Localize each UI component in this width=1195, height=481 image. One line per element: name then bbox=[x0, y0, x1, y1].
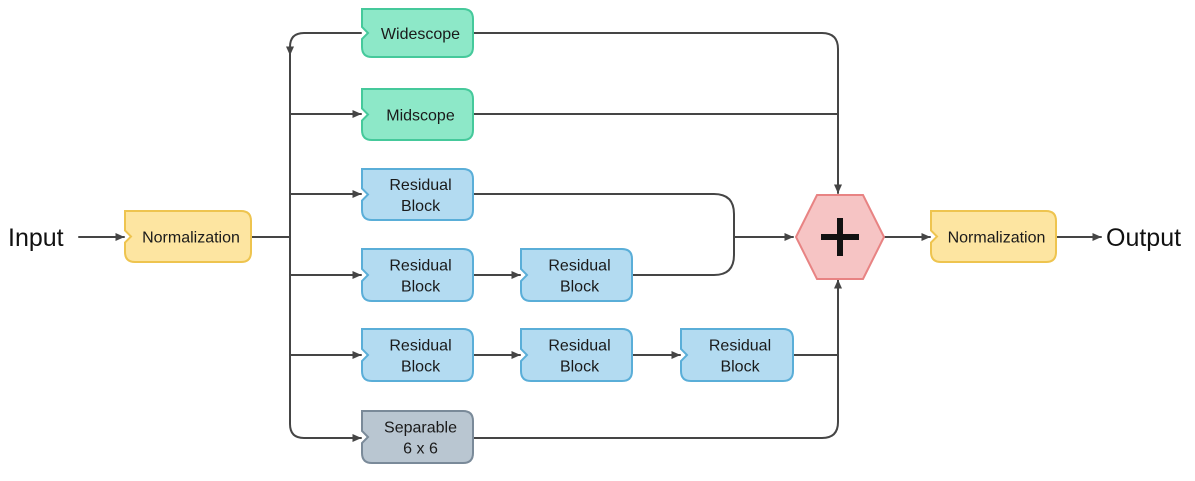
normalization-output-block-label-line-1: Normalization bbox=[948, 230, 1046, 247]
separable-block-label-line-2: 6 x 6 bbox=[403, 441, 438, 458]
normalization-input-block-shape bbox=[124, 210, 252, 263]
residual-block-c2-shape bbox=[520, 328, 633, 382]
residual-block-c3-label-line-2: Block bbox=[720, 359, 760, 376]
midscope-block: Midscope bbox=[361, 88, 474, 141]
residual-block-b2-shape bbox=[520, 248, 633, 302]
edge-bus-to-separable bbox=[289, 419, 362, 442]
normalization-output-block: Normalization bbox=[930, 210, 1057, 263]
normalization-input-block: Normalization bbox=[124, 210, 252, 263]
plus-icon bbox=[821, 218, 859, 256]
residual-block-c2-label-line-1: Residual bbox=[548, 338, 610, 355]
residual-block-c3-shape bbox=[680, 328, 794, 382]
residual-block-c3-label-line-1: Residual bbox=[709, 338, 771, 355]
residual-block-a1-label-line-1: Residual bbox=[389, 177, 451, 194]
sum-node bbox=[794, 194, 886, 280]
output-label: Output bbox=[1106, 224, 1181, 252]
widescope-block-shape bbox=[361, 8, 474, 58]
residual-block-c2-label-line-2: Block bbox=[560, 359, 600, 376]
edge-separable-to-sum bbox=[472, 279, 842, 439]
edge-residual-b2-merge bbox=[631, 236, 735, 276]
edge-bus-to-widescope bbox=[286, 32, 362, 56]
residual-block-b1-shape bbox=[361, 248, 474, 302]
residual-block-b1-label-line-2: Block bbox=[401, 279, 441, 296]
midscope-block-shape bbox=[361, 88, 474, 141]
normalization-input-block-label-line-1: Normalization bbox=[142, 230, 240, 247]
midscope-block-label-line-1: Midscope bbox=[386, 108, 455, 125]
edges bbox=[78, 32, 1102, 442]
residual-block-b2-label-line-1: Residual bbox=[548, 258, 610, 275]
residual-block-c1-shape bbox=[361, 328, 474, 382]
edge-widescope-to-sum bbox=[472, 32, 842, 194]
residual-block-a1-shape bbox=[361, 168, 474, 221]
separable-block-shape bbox=[361, 410, 474, 464]
normalization-output-block-shape bbox=[930, 210, 1057, 263]
blocks: NormalizationWidescopeMidscopeResidualBl… bbox=[124, 8, 1057, 464]
widescope-block: Widescope bbox=[361, 8, 474, 58]
residual-block-b2-label-line-2: Block bbox=[560, 279, 600, 296]
edge-residual-a1-merge bbox=[472, 193, 735, 238]
input-label: Input bbox=[8, 224, 64, 252]
residual-block-a1-label-line-2: Block bbox=[401, 198, 441, 215]
residual-block-b1-label-line-1: Residual bbox=[389, 258, 451, 275]
separable-block: Separable 6 x 6 bbox=[361, 410, 474, 464]
widescope-block-label-line-1: Widescope bbox=[381, 26, 460, 43]
separable-block-label-line-1: Separable bbox=[384, 420, 457, 437]
residual-block-c1-label-line-1: Residual bbox=[389, 338, 451, 355]
residual-block-c1-label-line-2: Block bbox=[401, 359, 441, 376]
